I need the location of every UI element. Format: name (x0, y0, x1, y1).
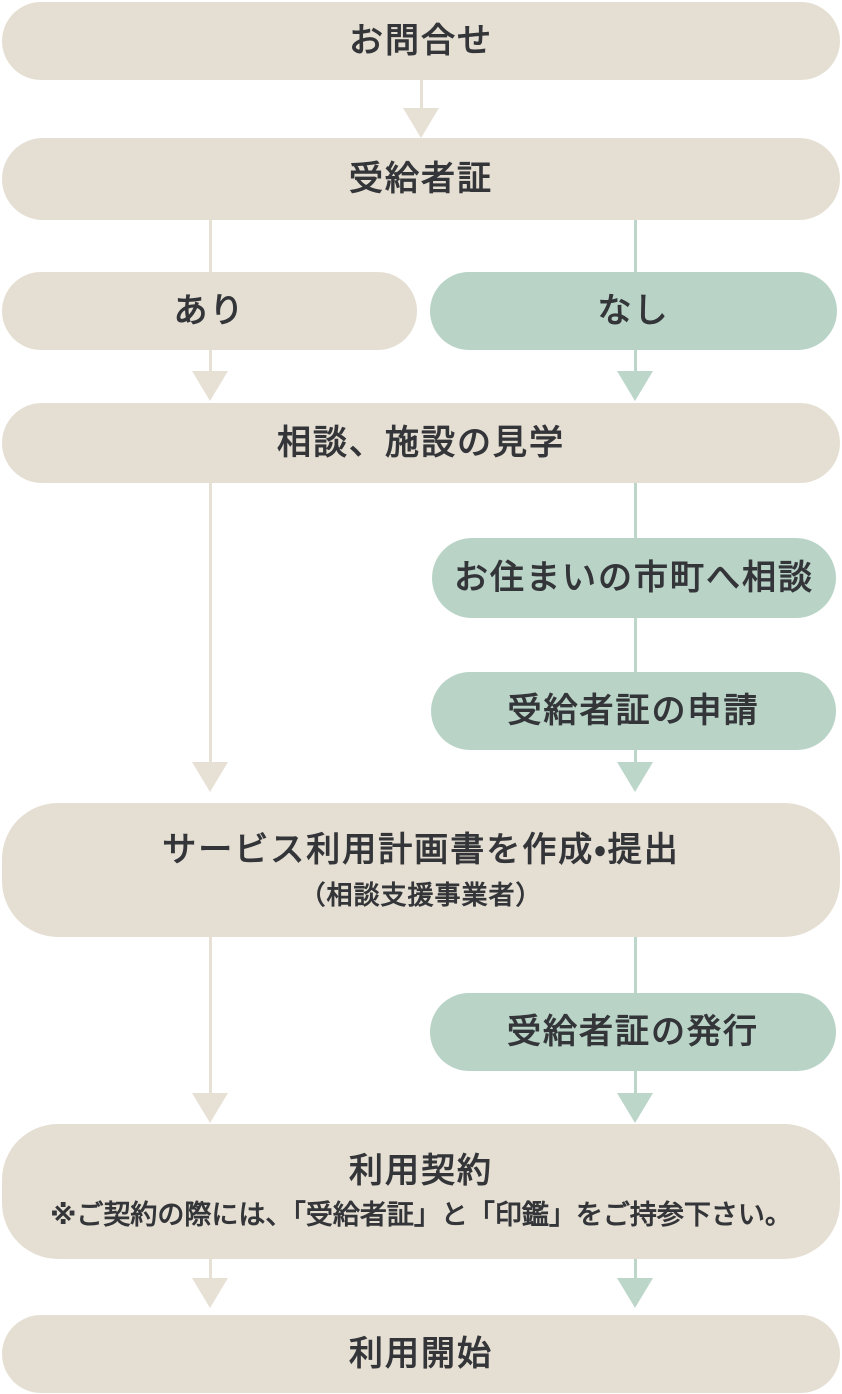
node-service-plan-sublabel: （相談支援事業者） (299, 879, 543, 910)
line-city-to-apply (634, 618, 637, 672)
arrow-shaft-inquiry-to-certificate (420, 80, 423, 108)
line-certificate-to-have (209, 220, 212, 272)
node-contract: 利用契約 ※ご契約の際には、「受給者証」と「印鑑」をご持参下さい。 (2, 1124, 840, 1259)
node-certificate-none-label: なし (597, 291, 670, 330)
node-certificate-have-label: あり (173, 291, 246, 330)
arrow-down-icon (192, 371, 228, 401)
node-consult-facility-visit: 相談、施設の見学 (2, 403, 840, 483)
arrow-down-icon (192, 1093, 228, 1123)
node-apply-certificate-label: 受給者証の申請 (507, 691, 760, 730)
arrow-shaft-apply-to-plan (634, 750, 637, 762)
node-apply-certificate: 受給者証の申請 (431, 672, 836, 750)
node-start-label: 利用開始 (349, 1334, 493, 1373)
line-certificate-to-none (634, 220, 637, 272)
node-contract-note: ※ご契約の際には、「受給者証」と「印鑑」をご持参下さい。 (50, 1199, 792, 1230)
arrow-shaft-contract-to-start-right (634, 1259, 637, 1278)
node-inquiry-label: お問合せ (349, 21, 493, 60)
arrow-shaft-issue-to-contract (634, 1070, 637, 1093)
node-inquiry: お問合せ (2, 2, 840, 80)
arrow-shaft-plan-to-contract-left (209, 937, 212, 1093)
arrow-shaft-contract-to-start-left (209, 1259, 212, 1278)
arrow-shaft-none-to-consult (634, 350, 637, 371)
node-service-plan-label: サービス利用計画書を作成・提出 (162, 831, 680, 869)
node-contract-label: 利用契約 (349, 1152, 493, 1191)
node-issue-certificate-label: 受給者証の発行 (507, 1012, 759, 1051)
arrow-down-icon (617, 1278, 653, 1308)
node-certificate-have: あり (2, 272, 417, 350)
node-recipient-certificate: 受給者証 (2, 138, 840, 220)
node-certificate-none: なし (430, 272, 837, 350)
arrow-down-icon (617, 371, 653, 401)
node-issue-certificate: 受給者証の発行 (430, 993, 836, 1071)
line-consult-to-city (634, 483, 637, 538)
arrow-shaft-consult-to-plan (209, 483, 212, 762)
node-recipient-certificate-label: 受給者証 (349, 159, 493, 198)
arrow-down-icon (617, 1093, 653, 1123)
arrow-down-icon (192, 1278, 228, 1308)
line-plan-to-issue (634, 937, 637, 993)
node-start: 利用開始 (2, 1315, 840, 1393)
arrow-down-icon (403, 108, 439, 138)
node-consult-city-label: お住まいの市町へ相談 (454, 558, 814, 597)
node-consult-city: お住まいの市町へ相談 (432, 538, 836, 618)
arrow-down-icon (617, 762, 653, 792)
node-service-plan: サービス利用計画書を作成・提出 （相談支援事業者） (2, 803, 840, 937)
arrow-down-icon (192, 762, 228, 792)
node-consult-facility-visit-label: 相談、施設の見学 (277, 423, 565, 462)
arrow-shaft-have-to-consult (209, 350, 212, 371)
